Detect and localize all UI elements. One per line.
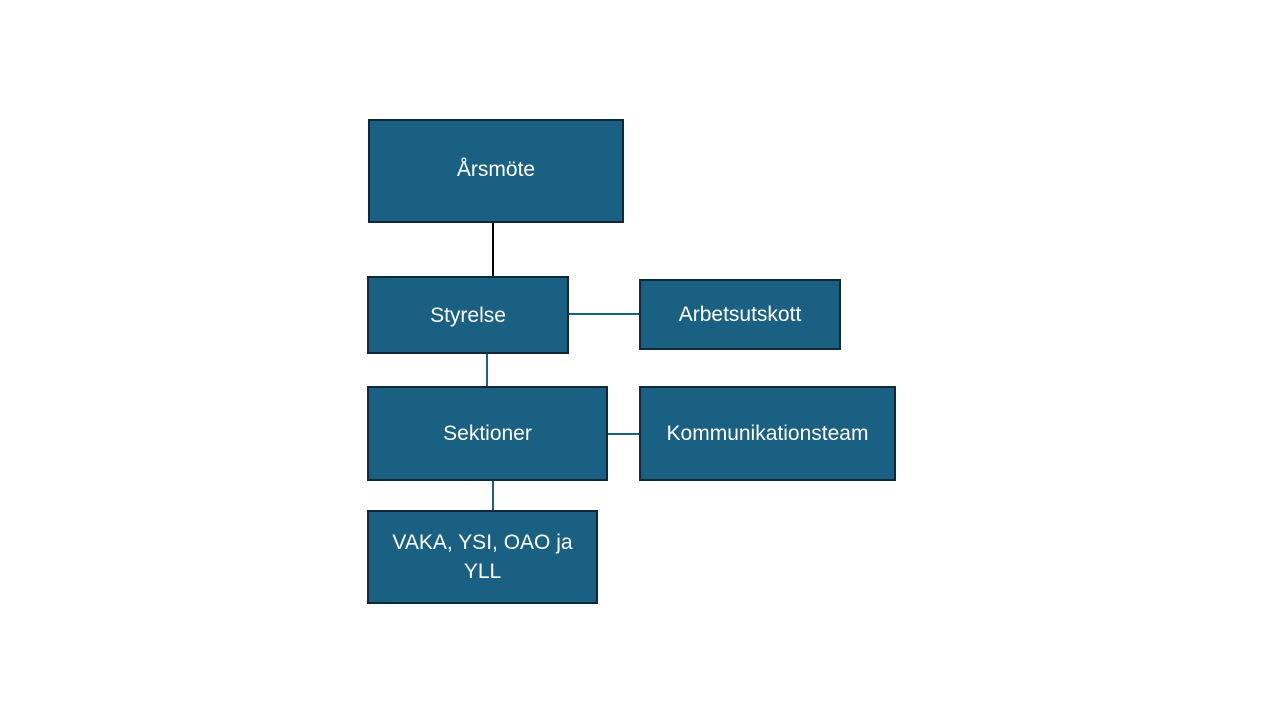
node-label: Kommunikationsteam	[666, 422, 869, 445]
connector-arsmote-styrelse	[492, 221, 494, 277]
node-vaka-ysi-oao-yll: VAKA, YSI, OAO ja YLL	[367, 510, 598, 604]
node-label: Sektioner	[443, 422, 532, 445]
node-arsmote: Årsmöte	[368, 119, 624, 223]
node-label: Årsmöte	[456, 157, 536, 181]
node-label: Styrelse	[430, 303, 506, 327]
connector-sektioner-kommunikationsteam	[606, 433, 641, 435]
node-styrelse: Styrelse	[367, 276, 569, 354]
node-label: VAKA, YSI, OAO ja YLL	[392, 531, 573, 583]
connector-sektioner-vaka	[492, 479, 494, 512]
node-label: Arbetsutskott	[678, 303, 802, 326]
node-kommunikationsteam: Kommunikationsteam	[639, 386, 896, 481]
node-sektioner: Sektioner	[367, 386, 608, 481]
connector-styrelse-arbetsutskott	[567, 313, 641, 315]
node-arbetsutskott: Arbetsutskott	[639, 279, 841, 350]
connector-styrelse-sektioner	[486, 352, 488, 388]
